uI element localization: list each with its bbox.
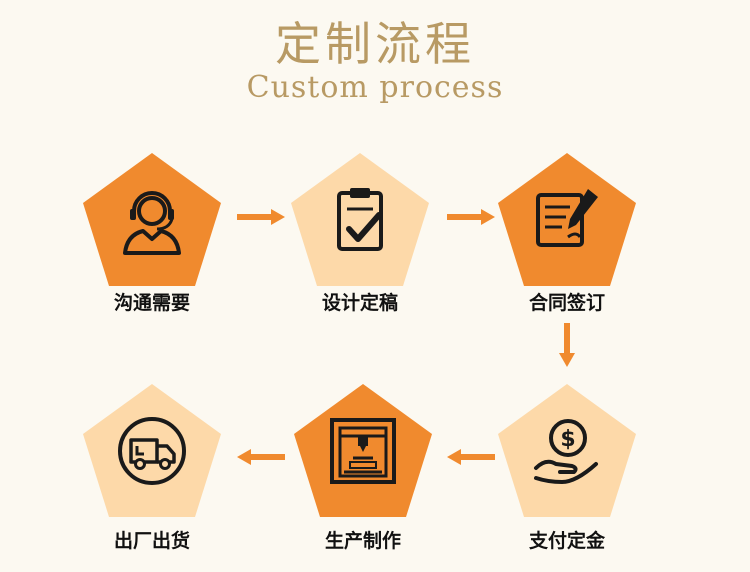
arrow-down-icon — [559, 323, 575, 367]
step-production — [293, 384, 433, 518]
customer-service-icon — [123, 191, 181, 255]
arrow-left-icon — [237, 449, 285, 465]
pentagon-shape — [498, 153, 636, 286]
step-label-design: 设计定稿 — [321, 292, 398, 314]
pentagon-shape — [291, 153, 429, 286]
payment-coin-icon: $ — [534, 419, 598, 485]
step-payment: $ — [497, 384, 637, 518]
step-label-communicate: 沟通需要 — [113, 292, 190, 314]
step-label-payment: 支付定金 — [528, 530, 605, 552]
step-delivery — [82, 384, 222, 518]
step-contract — [497, 153, 637, 287]
pentagon-shape — [83, 384, 221, 517]
step-design — [290, 153, 430, 287]
pentagon-shape — [83, 153, 221, 286]
contract-sign-icon — [536, 189, 598, 247]
arrow-right-icon — [237, 209, 285, 225]
svg-text:$: $ — [560, 427, 575, 452]
page-subtitle: Custom process — [246, 70, 504, 105]
arrow-left-icon — [447, 449, 495, 465]
pentagon-shape — [498, 384, 636, 517]
step-label-delivery: 出厂出货 — [113, 530, 190, 552]
delivery-truck-icon — [118, 417, 186, 485]
arrow-right-icon — [447, 209, 495, 225]
page-title: 定制流程 — [275, 17, 475, 71]
step-communicate — [82, 153, 222, 287]
printer-3d-icon — [330, 418, 396, 484]
step-label-contract: 合同签订 — [528, 292, 605, 314]
clipboard-check-icon — [337, 188, 383, 251]
step-label-production: 生产制作 — [324, 530, 401, 552]
